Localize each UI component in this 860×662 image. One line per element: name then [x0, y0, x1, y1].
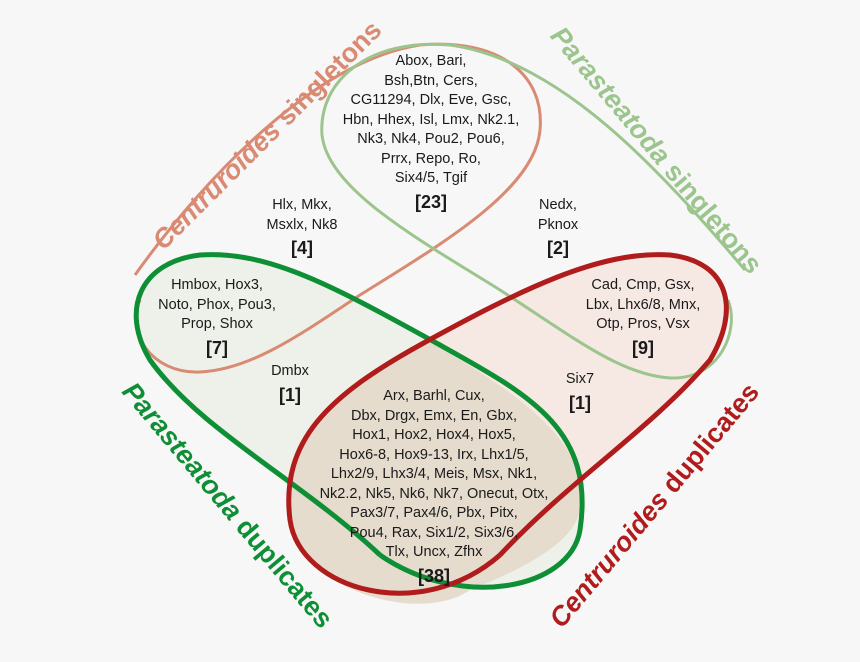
region-genes: Dmbx [271, 363, 309, 379]
region-count: [9] [631, 337, 654, 358]
region-genes: Nedx, Pknox [537, 197, 579, 233]
region-centruroides-duplicate-only: Six7 [1] [566, 370, 594, 416]
region-para-singleton-cent-duplicate: Cad, Cmp, Gsx, Lbx, Lhx6/8, Mnx, Otp, Pr… [586, 276, 700, 361]
region-genes: Hmbox, Hox3, Noto, Phox, Pou3, Prop, Sho… [158, 277, 276, 332]
parasteatoda-duplicates-outline [133, 252, 585, 590]
region-centruroides-singleton-only: Hlx, Mkx, Msxlx, Nk8 [4] [267, 196, 338, 261]
centruroides-duplicates-outline [286, 252, 729, 596]
region-genes: Abox, Bari, Bsh,Btn, Cers, CG11294, Dlx,… [342, 53, 520, 186]
region-genes: Cad, Cmp, Gsx, Lbx, Lhx6/8, Mnx, Otp, Pr… [585, 277, 701, 332]
region-parasteatoda-duplicate-only: Dmbx [1] [271, 362, 309, 408]
region-genes: Hlx, Mkx, Msxlx, Nk8 [266, 197, 338, 233]
region-genes: Arx, Barhl, Cux, Dbx, Drgx, Emx, En, Gbx… [319, 388, 549, 560]
region-both-duplicates: Arx, Barhl, Cux, Dbx, Drgx, Emx, En, Gbx… [320, 387, 549, 589]
region-count: [7] [206, 337, 228, 358]
region-count: [23] [414, 191, 448, 212]
region-cent-singleton-para-duplicate: Hmbox, Hox3, Noto, Phox, Pou3, Prop, Sho… [158, 276, 276, 361]
region-parasteatoda-singleton-only: Nedx, Pknox [2] [538, 196, 578, 261]
parasteatoda-singletons-outline [320, 42, 747, 380]
region-genes: Six7 [565, 371, 595, 387]
region-count: [4] [291, 238, 313, 258]
centruroides-singletons-outline [133, 42, 542, 374]
region-count: [38] [417, 565, 451, 586]
region-both-singletons: Abox, Bari, Bsh,Btn, Cers, CG11294, Dlx,… [343, 52, 519, 215]
region-count: [2] [547, 238, 569, 258]
region-count: [1] [279, 384, 301, 405]
region-count: [1] [569, 392, 591, 413]
